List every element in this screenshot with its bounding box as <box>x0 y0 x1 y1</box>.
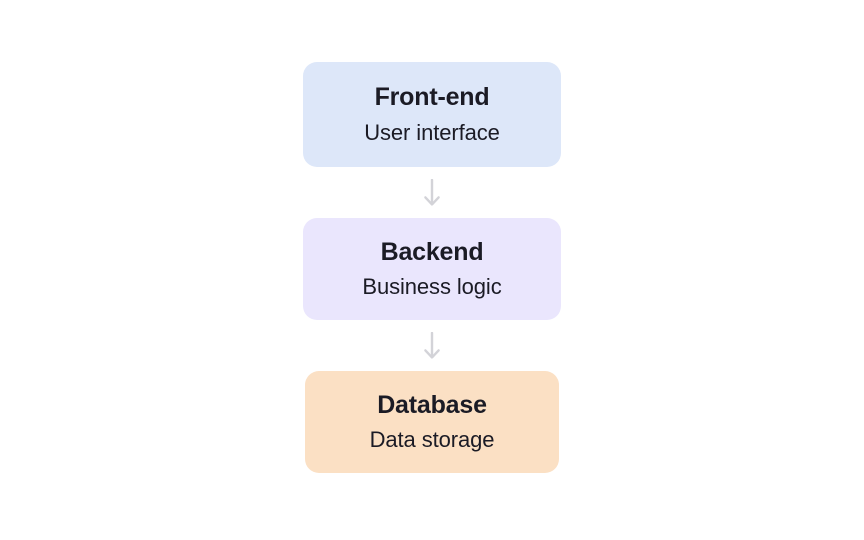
node-frontend-title: Front-end <box>374 83 490 112</box>
node-frontend-subtitle: User interface <box>364 119 500 145</box>
node-frontend[interactable]: Front-end User interface <box>303 62 561 167</box>
node-database-subtitle: Data storage <box>369 427 495 453</box>
node-database[interactable]: Database Data storage <box>305 371 559 473</box>
connector-backend-to-database <box>422 320 442 371</box>
arrow-down-icon <box>422 331 442 360</box>
node-backend-title: Backend <box>380 237 484 266</box>
connector-frontend-to-backend <box>422 167 442 218</box>
node-database-title: Database <box>377 390 487 419</box>
node-backend[interactable]: Backend Business logic <box>303 218 561 320</box>
node-backend-subtitle: Business logic <box>362 274 502 300</box>
arrow-down-icon <box>422 178 442 207</box>
